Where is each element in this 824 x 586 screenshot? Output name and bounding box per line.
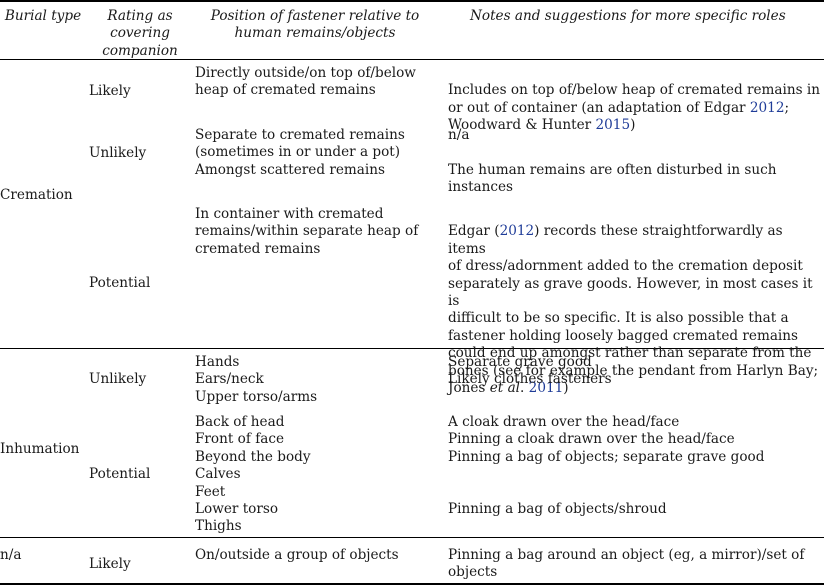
notes-cremation-unlikely-2: The human remains are often disturbed in… bbox=[448, 162, 777, 196]
notes-et-al: et al bbox=[489, 380, 521, 397]
notes-text: Includes on top of/below heap of cremate… bbox=[448, 82, 821, 116]
header-bottom-rule bbox=[0, 59, 824, 60]
notes-inhumation-potential-1: A cloak drawn over the head/face Pinning… bbox=[448, 414, 765, 465]
header-burial-type: Burial type bbox=[4, 8, 82, 24]
notes-text: Edgar ( bbox=[448, 223, 500, 240]
position-na-likely: On/outside a group of objects bbox=[195, 547, 399, 563]
position-inhumation-unlikely: Hands Ears/neck Upper torso/arms bbox=[195, 354, 318, 405]
inhumation-group-rule bbox=[0, 537, 824, 538]
notes-text: . bbox=[520, 380, 529, 397]
notes-inhumation-unlikely: Separate grave good Likely clothes faste… bbox=[448, 354, 612, 388]
group-na: n/a bbox=[0, 547, 22, 563]
citation-link[interactable]: 2012 bbox=[749, 99, 785, 116]
notes-cremation-unlikely-1: n/a bbox=[448, 127, 470, 143]
header-notes: Notes and suggestions for more specific … bbox=[470, 8, 786, 24]
position-cremation-unlikely-2: Amongst scattered remains bbox=[195, 162, 385, 178]
rating-cremation-likely: Likely bbox=[89, 83, 131, 99]
notes-text: ) bbox=[563, 380, 569, 397]
position-inhumation-potential: Back of head Front of face Beyond the bo… bbox=[195, 414, 311, 535]
group-inhumation: Inhumation bbox=[0, 441, 80, 457]
table-top-rule bbox=[0, 0, 824, 2]
rating-cremation-unlikely: Unlikely bbox=[89, 145, 147, 161]
citation-link[interactable]: 2015 bbox=[595, 117, 631, 134]
notes-text: ) bbox=[630, 117, 636, 134]
group-cremation: Cremation bbox=[0, 187, 73, 203]
notes-na-likely: Pinning a bag around an object (eg, a mi… bbox=[448, 547, 805, 581]
rating-cremation-potential: Potential bbox=[89, 275, 151, 291]
rating-inhumation-potential: Potential bbox=[89, 466, 151, 482]
notes-text: ; Woodward & Hunter bbox=[448, 99, 790, 134]
position-cremation-unlikely-1: Separate to cremated remains (sometimes … bbox=[195, 127, 405, 161]
notes-inhumation-potential-2: Pinning a bag of objects/shroud bbox=[448, 501, 667, 517]
position-cremation-potential: In container with cremated remains/withi… bbox=[195, 206, 419, 257]
position-cremation-likely: Directly outside/on top of/below heap of… bbox=[195, 65, 416, 99]
rating-inhumation-unlikely: Unlikely bbox=[89, 371, 147, 387]
notes-cremation-likely: Includes on top of/below heap of cremate… bbox=[448, 65, 820, 135]
header-rating: Rating as covering companion bbox=[102, 8, 178, 59]
notes-cremation-potential: Edgar (2012) records these straightforwa… bbox=[448, 206, 824, 397]
citation-link[interactable]: 2012 bbox=[499, 223, 535, 240]
header-position: Position of fastener relative to human r… bbox=[210, 8, 420, 42]
table-bottom-rule bbox=[0, 583, 824, 585]
cremation-group-rule bbox=[0, 348, 824, 349]
rating-na-likely: Likely bbox=[89, 556, 131, 572]
citation-link[interactable]: 2011 bbox=[528, 380, 564, 397]
notes-text: ) records these straightforwardly as ite… bbox=[448, 223, 819, 397]
